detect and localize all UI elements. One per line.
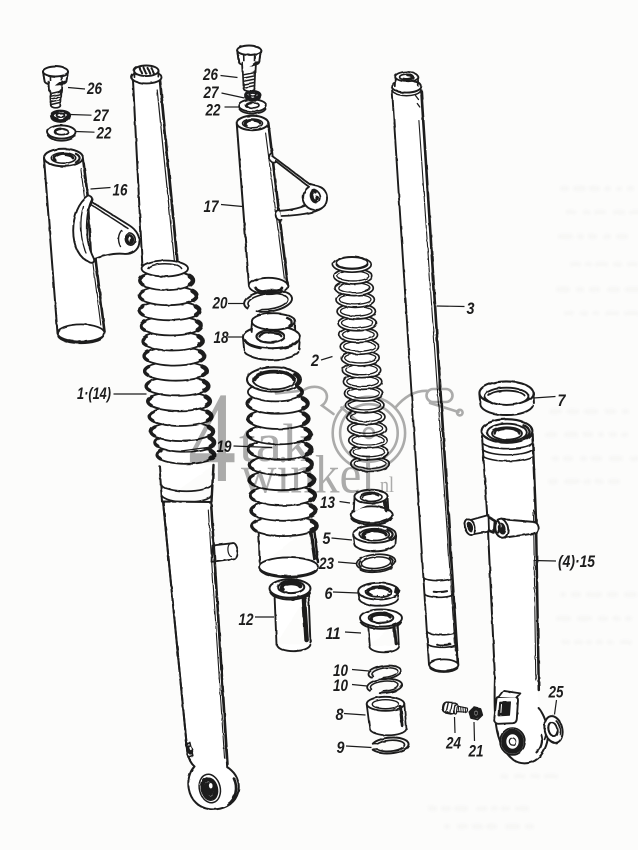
part-callout-16: 16 [113,181,128,200]
part-callout-1-14: 1·(14) [77,384,111,403]
leader-line-18 [332,591,359,594]
part-callout-5: 5 [323,529,331,548]
part-callout-18: 18 [214,328,229,347]
leader-line-15 [339,500,351,504]
part-12-under-bracket-spacer [268,578,312,653]
part-callout-24: 24 [445,734,461,753]
part-callout-12: 12 [239,610,254,629]
part-7-dust-seal-ring [478,380,535,417]
part-24-drain-bolt [441,701,469,716]
watermark-4: 4 [188,366,236,510]
leader-line-24 [533,395,556,399]
bleed-through-text [428,186,638,829]
leader-line-16 [331,537,353,541]
part-16-headlight-case-tube [43,147,141,345]
part-4-15-right-fork-slider [463,418,550,765]
part-callout-3: 3 [467,299,475,318]
part-11-bottom-bushing [359,608,403,654]
watermark-winkel: winkel [241,445,375,505]
leader-line-19 [344,631,362,634]
leader-line-17 [337,561,357,565]
part-callout-27: 27 [93,106,110,125]
leader-line-21 [351,683,368,687]
watermark-moped-logo [274,385,464,471]
part-callout-8: 8 [336,705,344,724]
part-callout-22: 22 [205,101,221,120]
leader-line-26 [553,699,558,715]
leader-line-0 [67,86,86,90]
leader-line-28 [473,721,476,742]
part-5-oil-lock-piece [352,524,397,553]
diagram-line-art [42,44,638,829]
leader-line-5 [220,74,238,79]
part-callout-19: 19 [217,437,232,456]
watermark-nl: nl [380,472,394,497]
part-19-fork-boot [245,366,320,579]
leader-line-22 [343,712,366,716]
leader-line-2 [75,130,95,133]
part-callout-13: 13 [320,493,335,512]
part-callout-23: 23 [318,554,334,573]
part-25-washer [543,715,564,744]
leader-line-3 [90,186,111,190]
part-6-lock-nut [357,581,401,607]
leader-line-11 [180,445,215,452]
part-22-washer-left [46,124,77,142]
watermark-tak: tak [239,413,312,473]
callouts-layer: 262722161·(14)26272217201819231213523611… [67,65,595,761]
part-callout-11: 11 [326,624,341,643]
part-26-bolt-left [42,65,69,109]
leader-line-23 [345,745,372,749]
leader-line-27 [453,716,456,734]
part-callout-26: 26 [202,65,218,84]
part-20-stopper-ring [243,289,293,313]
part-3-fork-tube [390,71,460,673]
leader-line-20 [351,668,370,672]
part-18-oil-seal [242,312,301,361]
part-27-washer-left [49,109,72,123]
part-13-spring-seat [349,488,394,526]
leader-line-6 [221,92,245,99]
part-8-guide-bushing [365,695,408,737]
part-callout-21: 21 [468,742,484,761]
leader-line-13 [436,305,465,308]
leader-line-11 [233,445,273,449]
part-callout-6: 6 [325,584,333,603]
part-callout-20: 20 [212,294,228,313]
part-23-spring-washer [355,553,397,574]
part-10-snap-ring-b [366,677,403,695]
part-callout-10: 10 [333,661,348,680]
part-callout-25: 25 [548,683,564,702]
leader-line-1 [69,113,92,116]
part-callout-26: 26 [86,79,102,98]
part-callout-10: 10 [333,676,348,695]
part-callout-7: 7 [558,391,567,410]
part-callout-4-15: (4)·15 [558,552,595,571]
leader-line-8 [220,203,243,208]
part-callout-22: 22 [96,124,112,143]
part-callout-2: 2 [310,351,319,370]
part-9-stopper-ring-b [371,736,410,755]
part-callout-9: 9 [337,738,345,757]
part-1-14-left-fork-leg-assembly [130,64,240,811]
leader-line-12 [320,355,333,361]
leader-line-25 [533,559,557,562]
watermark: 4 tak winkel nl [188,366,464,510]
part-21-nut [468,706,484,721]
part-callout-17: 17 [204,197,220,216]
part-26-bolt-middle [236,44,262,93]
part-callout-27: 27 [203,83,220,102]
